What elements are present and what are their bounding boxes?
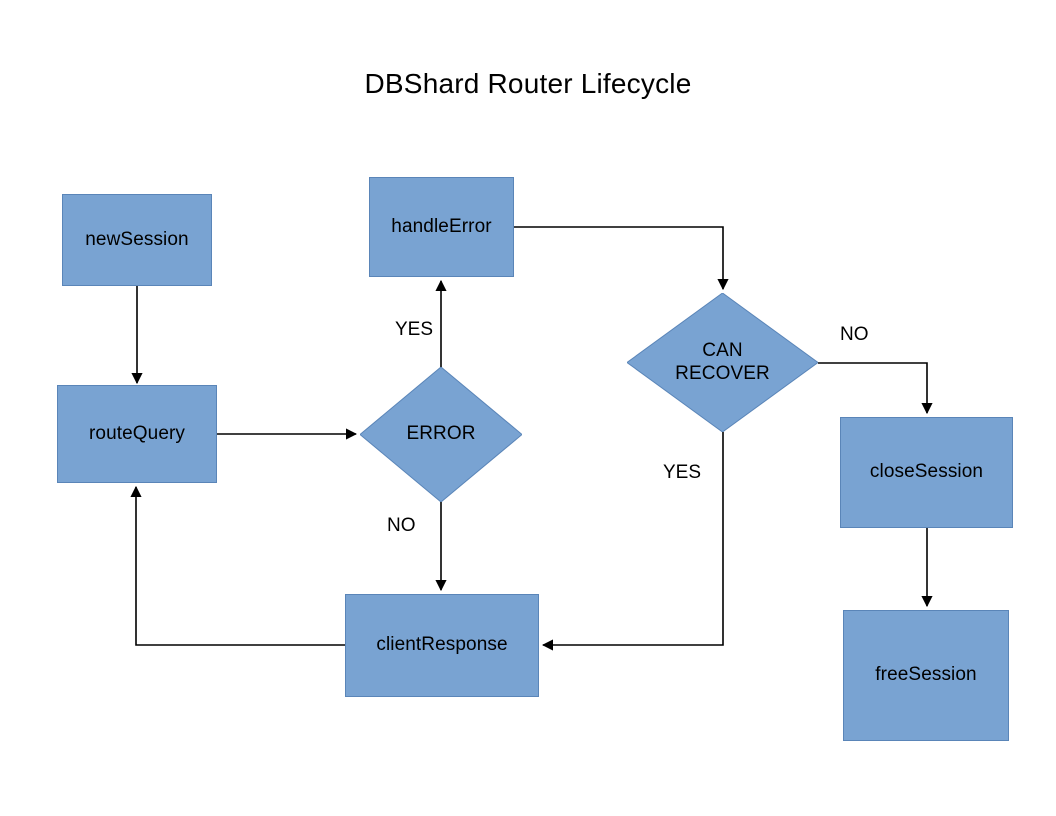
- node-label-error: ERROR: [406, 423, 476, 445]
- node-label-closeSession: closeSession: [869, 461, 984, 483]
- node-routeQuery[interactable]: routeQuery: [57, 385, 217, 483]
- node-label-newSession: newSession: [85, 228, 189, 250]
- e-canrecover-closesession: [818, 362, 933, 415]
- page-title: DBShard Router Lifecycle: [364, 68, 692, 99]
- node-label-routeQuery: routeQuery: [88, 422, 186, 444]
- node-label-handleError: handleError: [391, 215, 492, 237]
- label-error-yes: YES: [395, 319, 434, 340]
- node-newSession[interactable]: newSession: [62, 194, 212, 286]
- node-label-clientResponse: clientResponse: [376, 634, 508, 656]
- node-handleError[interactable]: handleError: [369, 177, 514, 277]
- label-canrecover-no: NO: [840, 324, 869, 345]
- node-label-freeSession: freeSession: [875, 664, 977, 686]
- diamond-shape: [627, 293, 818, 432]
- node-label-canRecover: CAN RECOVER: [675, 340, 770, 384]
- node-closeSession[interactable]: closeSession: [840, 417, 1013, 528]
- node-canRecover[interactable]: CAN RECOVER: [627, 293, 818, 432]
- e-clientresponse-routequery: [130, 485, 345, 646]
- label-canrecover-yes: YES: [663, 462, 702, 483]
- e-handleerror-canrecover: [514, 226, 729, 291]
- node-error[interactable]: ERROR: [360, 367, 522, 502]
- diamond-shape: [360, 367, 522, 502]
- label-error-no: NO: [387, 515, 416, 536]
- node-freeSession[interactable]: freeSession: [843, 610, 1009, 741]
- node-clientResponse[interactable]: clientResponse: [345, 594, 539, 697]
